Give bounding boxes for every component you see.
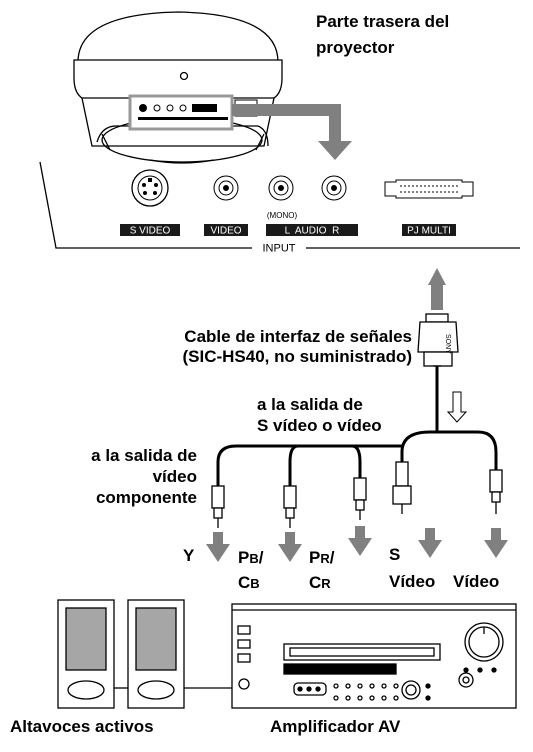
input-panel: S VIDEO VIDEO (MONO) L AUDIO R PJ MULTI … — [39, 161, 520, 255]
input-label-bg — [252, 240, 306, 254]
down-arrows — [206, 526, 508, 562]
component-out-line2: vídeo — [152, 467, 197, 486]
s-video-label-bg — [120, 224, 180, 236]
pj-multi-connector — [384, 179, 474, 199]
video-label: VIDEO — [210, 226, 241, 237]
signal-pr-sub: R — [320, 551, 330, 566]
signal-cr-sub: R — [321, 576, 331, 591]
arrow-pb — [278, 532, 302, 562]
component-out-line3: componente — [95, 488, 197, 507]
cable-direction-arrow — [446, 391, 468, 423]
speaker-right — [127, 599, 185, 709]
arrow-video — [484, 528, 508, 558]
plug-y — [211, 485, 225, 528]
audio-l-jack — [268, 175, 294, 201]
plug-pr — [353, 477, 367, 520]
signal-cb-sub: B — [250, 576, 260, 591]
panel-arrow — [232, 104, 352, 160]
signal-s-line1: S — [389, 545, 401, 564]
component-out-line1: a la salida de — [91, 446, 197, 465]
s-video-label: S VIDEO — [130, 226, 171, 237]
amplifier-label: Amplificador AV — [270, 717, 401, 736]
signal-cb-main: C — [238, 573, 251, 592]
signal-pb-sub: B — [249, 551, 259, 566]
cable-label-line2: (SIC-HS40, no suministrado) — [182, 347, 412, 366]
cable-connector — [417, 313, 459, 367]
pj-multi-label-bg — [402, 224, 456, 236]
signal-cb: CB — [238, 573, 260, 594]
signal-pr-slash: / — [329, 548, 335, 567]
signal-y: Y — [183, 546, 195, 565]
projector-title-line1: Parte trasera del — [316, 12, 450, 31]
signal-pb-main: P — [238, 548, 250, 567]
arrow-y — [206, 532, 230, 562]
av-amplifier — [231, 603, 517, 709]
up-arrow-to-pj-multi — [428, 268, 446, 310]
arrow-pr — [348, 526, 372, 556]
cable-label-line1: Cable de interfaz de señales — [184, 327, 412, 346]
active-speakers — [57, 599, 232, 709]
audio-label-bg — [266, 224, 358, 236]
cable-harness — [216, 366, 498, 486]
arrow-s-video — [418, 528, 442, 558]
projector-title-line2: proyector — [316, 38, 395, 57]
signal-pb: PB/ — [238, 548, 263, 569]
audio-label: L AUDIO R — [285, 226, 340, 237]
signal-video: Vídeo — [453, 572, 500, 591]
pj-multi-label: PJ MULTI — [407, 226, 451, 237]
speakers-label: Altavoces activos — [10, 717, 154, 736]
projector — [73, 11, 283, 164]
input-label: INPUT — [263, 243, 296, 255]
video-jack — [213, 175, 239, 201]
signal-s-line2: Vídeo — [389, 572, 436, 591]
speaker-left — [57, 599, 115, 709]
plug-s-video — [392, 461, 412, 514]
audio-r-jack — [321, 175, 347, 201]
s-video-jack — [131, 169, 169, 207]
signal-pr: PR/ — [309, 548, 334, 569]
s-video-out-line2: S vídeo o vídeo — [257, 416, 382, 435]
signal-cr-main: C — [309, 573, 322, 592]
mono-label: (MONO) — [267, 211, 298, 220]
plug-pb — [283, 485, 297, 528]
signal-pb-slash: / — [258, 548, 264, 567]
plug-video — [489, 469, 503, 514]
signal-pr-main: P — [309, 548, 321, 567]
connector-brand: SONY — [444, 334, 451, 354]
s-video-out-line1: a la salida de — [257, 395, 363, 414]
video-label-bg — [204, 224, 248, 236]
signal-cr: CR — [309, 573, 331, 594]
